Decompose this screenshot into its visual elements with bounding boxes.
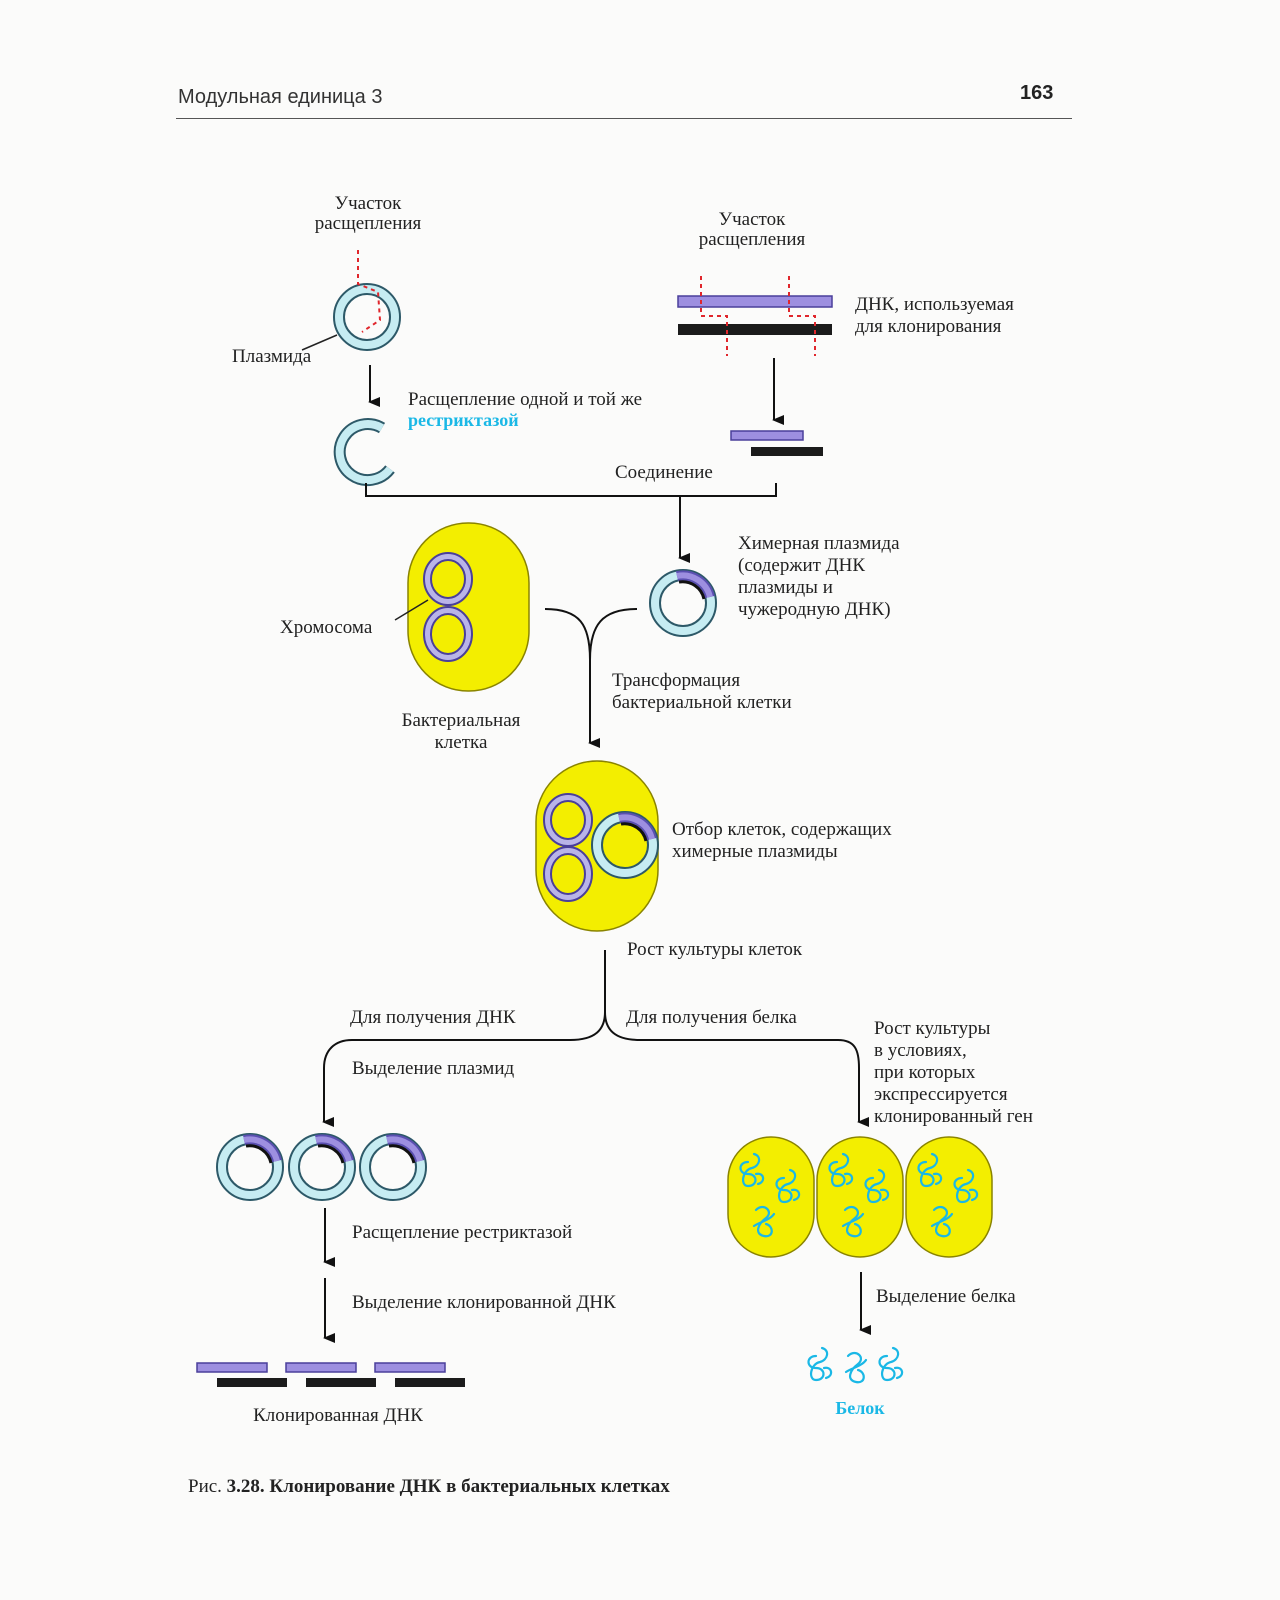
label-selection-2: химерные плазмиды bbox=[672, 841, 838, 862]
dna-fragment bbox=[730, 430, 823, 456]
label-transformation-1: Трансформация bbox=[612, 670, 740, 691]
expressing-cell bbox=[727, 1136, 815, 1258]
label-for-protein: Для получения белка bbox=[626, 1007, 797, 1028]
caption-text: 3.28. Клонирование ДНК в бактериальных к… bbox=[226, 1476, 670, 1497]
chimeric-plasmid bbox=[655, 575, 711, 631]
cleaved-plasmid bbox=[333, 418, 395, 487]
label-expression-3: при которых bbox=[874, 1062, 976, 1083]
header-rule bbox=[176, 118, 1072, 119]
caption-prefix: Рис. bbox=[188, 1476, 227, 1497]
label-cleavage-site-left-1: Участок bbox=[335, 193, 402, 214]
label-chimeric-2: (содержит ДНК bbox=[738, 555, 865, 576]
label-bacterial-cell-2: клетка bbox=[435, 732, 488, 753]
expressing-cell bbox=[905, 1136, 993, 1258]
plasmid-circle bbox=[339, 289, 395, 345]
label-selection-1: Отбор клеток, содержащих bbox=[672, 819, 892, 840]
label-protein-isolation: Выделение белка bbox=[876, 1286, 1016, 1307]
label-expression-5: клонированный ген bbox=[874, 1106, 1033, 1127]
label-dna-for-cloning-1: ДНК, используемая bbox=[855, 294, 1014, 315]
expressing-cell bbox=[816, 1136, 904, 1258]
label-cleavage-site-right-1: Участок bbox=[719, 209, 786, 230]
transformed-chromosome bbox=[543, 793, 593, 902]
label-transformation-2: бактериальной клетки bbox=[612, 692, 792, 713]
chromosome-pointer bbox=[394, 599, 429, 621]
figure-caption: Рис. 3.28. Клонирование ДНК в бактериаль… bbox=[188, 1476, 670, 1498]
label-cleavage-site-left-2: расщепления bbox=[315, 213, 422, 234]
plasmid-pointer bbox=[301, 334, 338, 351]
cloned-dna-fragment bbox=[196, 1362, 287, 1387]
label-for-dna: Для получения ДНК bbox=[350, 1007, 516, 1028]
cut-line-plasmid bbox=[357, 250, 382, 333]
joining-bracket bbox=[365, 483, 777, 497]
label-cleavage-same-2: рестриктазой bbox=[408, 410, 519, 430]
merge-bracket bbox=[544, 608, 638, 661]
bacterial-cell bbox=[407, 522, 530, 692]
isolated-protein bbox=[807, 1346, 904, 1384]
label-dna-for-cloning-2: для клонирования bbox=[855, 316, 1002, 337]
cloned-dna-fragment bbox=[285, 1362, 376, 1387]
label-cleavage-same-1: Расщепление одной и той же bbox=[408, 389, 642, 410]
foreign-dna-double-strand bbox=[677, 295, 833, 335]
isolated-plasmid bbox=[365, 1139, 421, 1195]
page-number: 163 bbox=[1020, 82, 1054, 104]
label-expression-1: Рост культуры bbox=[874, 1018, 991, 1039]
label-plasmid: Плазмида bbox=[232, 346, 312, 367]
running-header-title: Модульная единица 3 bbox=[178, 86, 383, 108]
label-expression-2: в условиях, bbox=[874, 1040, 967, 1061]
label-protein: Белок bbox=[835, 1398, 885, 1418]
label-plasmid-isolation: Выделение плазмид bbox=[352, 1058, 514, 1079]
label-restriction-cleavage: Расщепление рестриктазой bbox=[352, 1222, 572, 1243]
split-branch bbox=[323, 950, 860, 1115]
chromosome bbox=[423, 552, 473, 662]
label-chimeric-4: чужеродную ДНК) bbox=[738, 599, 891, 620]
label-cloned-dna-isolation: Выделение клонированной ДНК bbox=[352, 1292, 616, 1313]
cut-line-dna-left bbox=[700, 276, 728, 356]
label-chromosome: Хромосома bbox=[280, 617, 373, 638]
label-bacterial-cell-1: Бактериальная bbox=[402, 710, 521, 731]
label-culture-growth: Рост культуры клеток bbox=[627, 939, 803, 960]
label-chimeric-3: плазмиды и bbox=[738, 577, 833, 598]
label-cleavage-site-right-2: расщепления bbox=[699, 229, 806, 250]
label-chimeric-1: Химерная плазмида bbox=[738, 533, 900, 554]
label-cloned-dna: Клонированная ДНК bbox=[253, 1405, 423, 1426]
cut-line-dna-right bbox=[788, 276, 816, 356]
isolated-plasmid bbox=[222, 1139, 278, 1195]
label-expression-4: экспрессируется bbox=[874, 1084, 1008, 1105]
cloned-dna-fragment bbox=[374, 1362, 465, 1387]
isolated-plasmid bbox=[294, 1139, 350, 1195]
label-joining: Соединение bbox=[615, 462, 713, 483]
